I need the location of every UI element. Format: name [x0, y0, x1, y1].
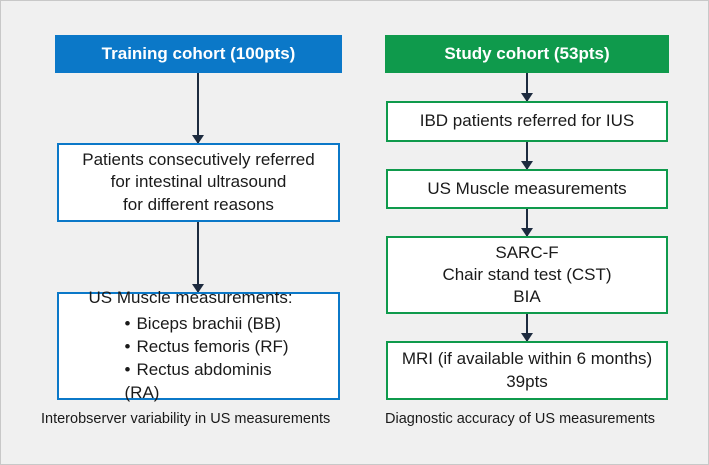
training-cohort-header-text: Training cohort (100pts): [101, 43, 296, 63]
training-arrow-2: [192, 222, 204, 293]
training-muscle-box: US Muscle measurements: Biceps brachii (…: [57, 288, 340, 402]
training-referral-box: Patients consecutively referred for inte…: [57, 143, 340, 222]
study-caption: Diagnostic accuracy of US measurements: [385, 411, 655, 427]
us-muscle-text: US Muscle measurements: [427, 178, 627, 198]
assessment-line-bia: BIA: [513, 287, 541, 307]
ibd-referral-box: IBD patients referred for IUS: [386, 101, 668, 142]
study-cohort-header: Study cohort (53pts): [385, 35, 669, 73]
assessment-line-cst: Chair stand test (CST): [442, 264, 612, 284]
muscle-list: Biceps brachii (BB) Rectus femoris (RF) …: [125, 313, 309, 405]
training-referral-line-2: for intestinal ultrasound: [110, 172, 287, 192]
training-muscle-title: US Muscle measurements:: [88, 288, 293, 308]
training-caption: Interobserver variability in US measurem…: [41, 411, 331, 427]
training-arrow-1: [192, 73, 204, 144]
assessment-line-sarcf: SARC-F: [495, 242, 559, 262]
study-arrow-2: [521, 142, 533, 170]
study-arrow-1: [521, 73, 533, 102]
mri-line-1: MRI (if available within 6 months): [401, 349, 653, 369]
study-arrow-3: [521, 209, 533, 237]
study-arrow-4: [521, 314, 533, 342]
assessment-box: SARC-F Chair stand test (CST) BIA: [386, 236, 668, 314]
muscle-item-rf: Rectus femoris (RF): [125, 336, 309, 359]
training-referral-line-1: Patients consecutively referred: [82, 150, 315, 170]
us-muscle-box: US Muscle measurements: [386, 169, 668, 209]
mri-line-2: 39pts: [506, 371, 548, 391]
muscle-item-ra: Rectus abdominis (RA): [125, 359, 309, 405]
training-referral-line-3: for different reasons: [123, 194, 274, 214]
training-cohort-header: Training cohort (100pts): [55, 35, 342, 73]
ibd-referral-text: IBD patients referred for IUS: [419, 111, 635, 131]
mri-box: MRI (if available within 6 months) 39pts: [386, 341, 668, 400]
study-cohort-header-text: Study cohort (53pts): [444, 43, 610, 63]
muscle-item-bb: Biceps brachii (BB): [125, 313, 309, 336]
